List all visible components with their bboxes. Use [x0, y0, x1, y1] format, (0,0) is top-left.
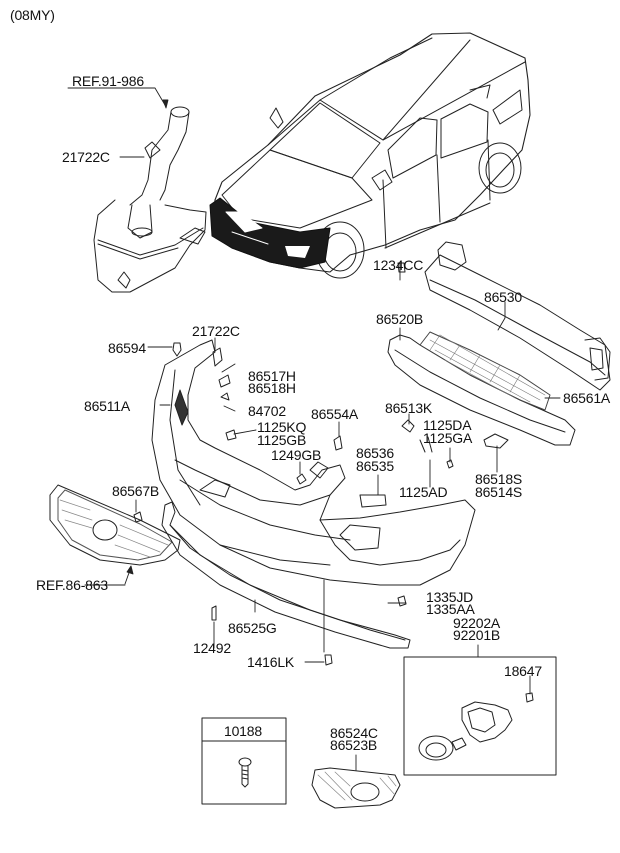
- part-86511a[interactable]: 86511A: [84, 398, 131, 414]
- part-12492[interactable]: 12492: [193, 640, 231, 656]
- part-86514s[interactable]: 86514S: [475, 484, 523, 500]
- part-18647[interactable]: 18647: [504, 663, 542, 679]
- part-86525g[interactable]: 86525G: [228, 620, 277, 636]
- part-86518s[interactable]: 86518S: [475, 471, 523, 487]
- radiator-grille: [49, 484, 181, 566]
- part-1125kq[interactable]: 1125KQ: [257, 419, 307, 435]
- part-1125gb[interactable]: 1125GB: [257, 432, 307, 448]
- leader-lines: [67, 87, 561, 771]
- part-21722c-bumper[interactable]: 21722C: [192, 323, 240, 339]
- part-1416lk[interactable]: 1416LK: [247, 654, 295, 670]
- washer-reservoir: [93, 106, 207, 293]
- mesh-insert: [419, 331, 551, 411]
- lower-lip-moulding: [161, 501, 411, 649]
- part-86524c[interactable]: 86524C: [330, 725, 378, 741]
- part-1125ga[interactable]: 1125GA: [423, 430, 473, 446]
- part-21722c-washer[interactable]: 21722C: [62, 149, 110, 165]
- part-10188[interactable]: 10188: [224, 723, 262, 739]
- highlighted-bumper: [209, 197, 331, 269]
- part-86561a[interactable]: 86561A: [563, 390, 611, 406]
- part-86520b[interactable]: 86520B: [376, 311, 424, 327]
- model-year: (08MY): [10, 7, 55, 23]
- part-86536[interactable]: 86536: [356, 445, 394, 461]
- ref-washer-label[interactable]: REF.91-986: [72, 73, 144, 89]
- screw-box: [201, 717, 287, 805]
- part-86517h[interactable]: 86517H: [248, 368, 296, 384]
- part-1125da[interactable]: 1125DA: [423, 417, 472, 433]
- part-86513k[interactable]: 86513K: [385, 400, 433, 416]
- part-1234cc[interactable]: 1234CC: [373, 257, 424, 273]
- bumper-beam: [424, 241, 611, 391]
- part-86530[interactable]: 86530: [484, 289, 522, 305]
- part-86518h[interactable]: 86518H: [248, 380, 296, 396]
- part-1249gb[interactable]: 1249GB: [271, 447, 322, 463]
- part-1335aa[interactable]: 1335AA: [426, 601, 475, 617]
- fog-lamp-assembly: [403, 656, 557, 776]
- part-84702[interactable]: 84702: [248, 403, 286, 419]
- bumper-cover: [151, 339, 476, 586]
- vehicle-illustration: [209, 32, 531, 279]
- part-1335jd[interactable]: 1335JD: [426, 589, 474, 605]
- part-86567b[interactable]: 86567B: [112, 483, 160, 499]
- part-86523b[interactable]: 86523B: [330, 737, 378, 753]
- energy-absorber: [387, 331, 576, 446]
- part-86594[interactable]: 86594: [108, 340, 146, 356]
- part-1125ad[interactable]: 1125AD: [399, 484, 448, 500]
- part-86535[interactable]: 86535: [356, 458, 394, 474]
- fog-lamp-cover: [311, 767, 401, 809]
- part-92202a[interactable]: 92202A: [453, 615, 501, 631]
- part-92201b[interactable]: 92201B: [453, 627, 501, 643]
- part-86554a[interactable]: 86554A: [311, 406, 359, 422]
- ref-grille-label[interactable]: REF.86-863: [36, 577, 108, 593]
